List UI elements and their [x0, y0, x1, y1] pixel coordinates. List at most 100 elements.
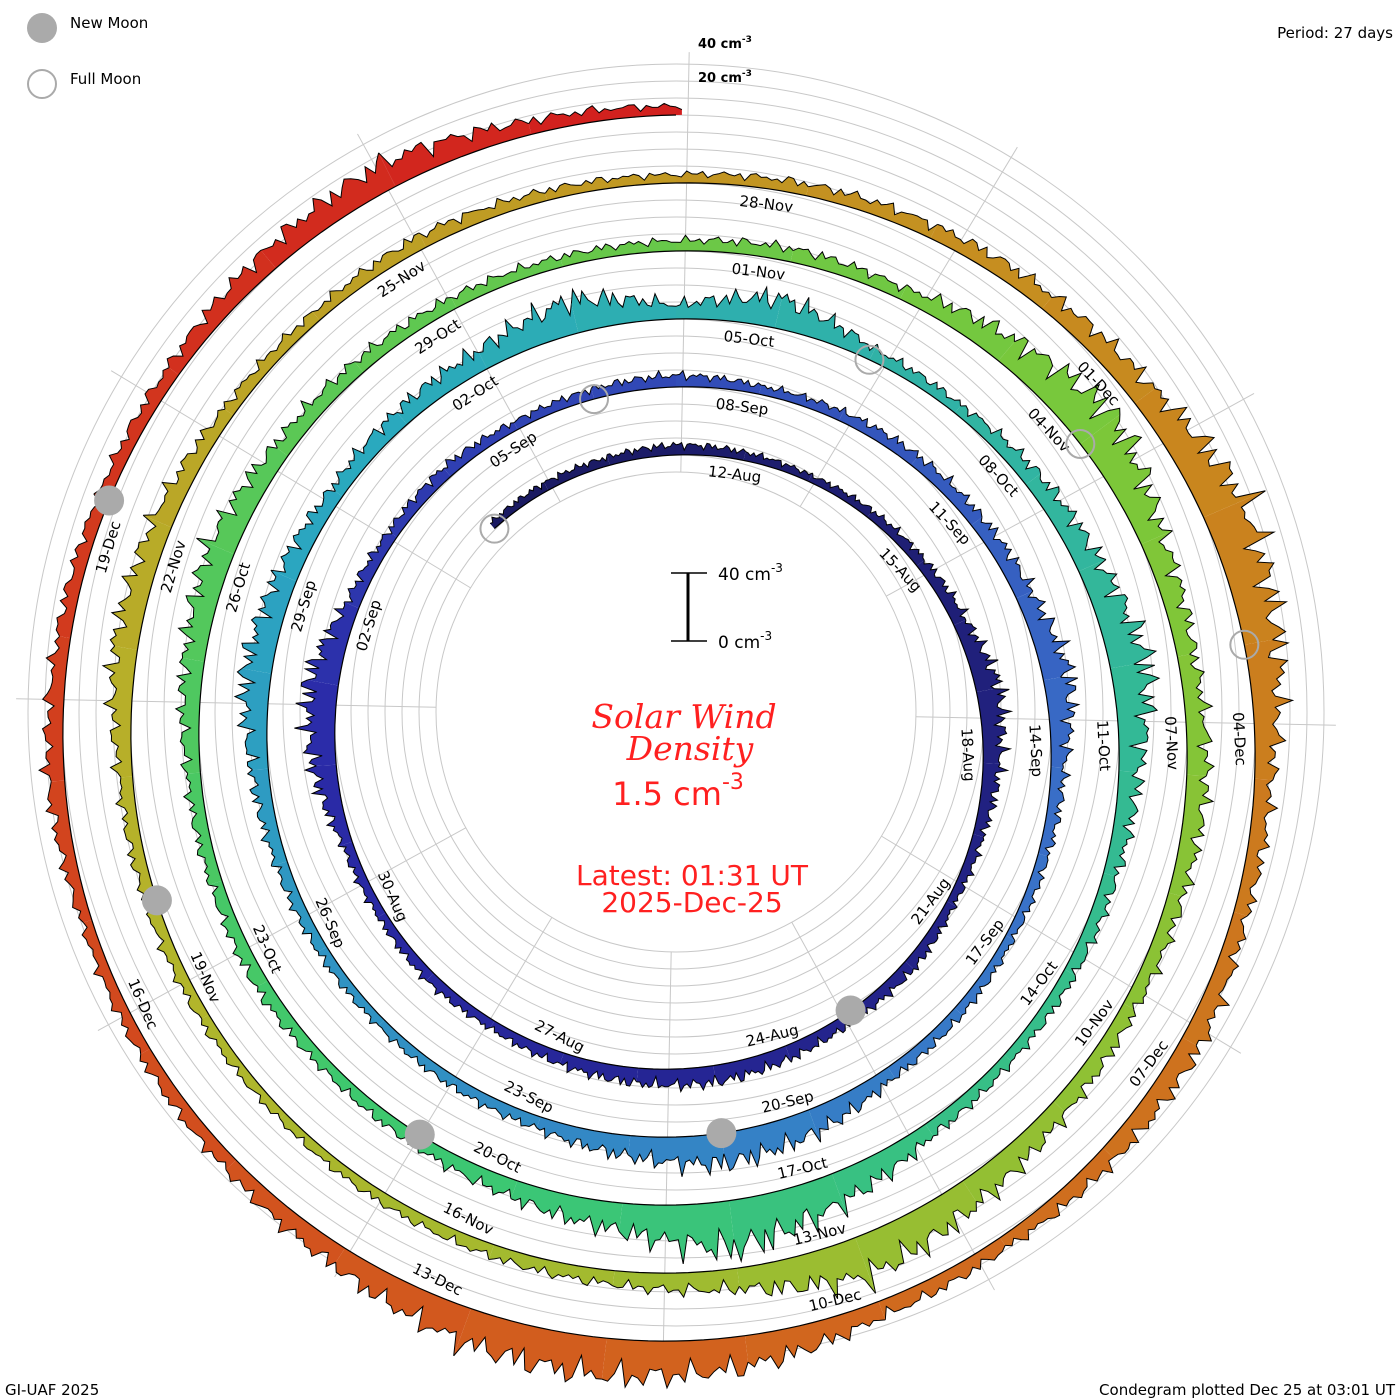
density-area-day	[743, 451, 813, 482]
density-trace-day	[1181, 775, 1215, 897]
density-trace-day	[510, 1197, 620, 1238]
density-area-day	[976, 688, 1012, 764]
density-trace-day	[1154, 388, 1266, 498]
density-area-day	[1177, 654, 1214, 776]
new-moon-marker	[94, 485, 125, 516]
density-area-day	[453, 1308, 607, 1382]
density-trace-day	[241, 569, 281, 669]
density-trace-day	[182, 773, 210, 886]
density-trace-day	[808, 184, 938, 232]
density-area-day	[415, 1134, 518, 1199]
density-trace-day	[1246, 779, 1279, 917]
density-trace-day	[200, 1018, 281, 1119]
footer-plotted: Condegram plotted Dec 25 at 03:01 UT	[1099, 1381, 1396, 1399]
date-label: 12-Aug	[707, 462, 762, 486]
density-trace-day	[279, 1118, 379, 1200]
density-trace-day	[1044, 767, 1072, 857]
density-area-day	[536, 1116, 631, 1160]
density-area-day	[337, 841, 386, 918]
date-label: 07-Nov	[1161, 716, 1182, 771]
density-area-day	[490, 1021, 564, 1064]
density-area-day	[279, 1113, 383, 1199]
density-trace-day	[536, 1127, 629, 1161]
new-moon-marker	[835, 995, 866, 1026]
density-trace-day	[612, 1278, 740, 1299]
density-trace-day	[312, 232, 420, 313]
density-area-day	[946, 834, 984, 908]
density-area-day	[869, 344, 961, 413]
density-trace-day	[1113, 1045, 1201, 1158]
density-area-day	[208, 880, 268, 987]
new-moon-marker	[141, 885, 172, 916]
density-area-day	[544, 454, 610, 491]
density-area-day	[274, 361, 364, 456]
density-area-day	[1064, 873, 1116, 976]
density-trace-day	[544, 172, 677, 194]
density-area-day	[378, 1020, 458, 1087]
grid-spoke	[97, 827, 467, 1031]
density-trace-day	[378, 1025, 454, 1088]
density-trace-day	[733, 1201, 849, 1264]
density-area-day	[418, 189, 547, 248]
density-area-day	[721, 1109, 821, 1171]
density-trace-day	[1027, 590, 1077, 678]
density-area-day	[887, 1008, 962, 1079]
density-trace-day	[443, 422, 515, 469]
density-area-day	[628, 1133, 724, 1177]
density-area-day	[676, 106, 682, 115]
density-area-day	[1182, 912, 1248, 1046]
density-trace-day	[675, 369, 762, 387]
density-area-day	[1110, 664, 1160, 772]
spiral-baseline-line	[62, 114, 1256, 1342]
density-trace-day	[145, 903, 203, 1020]
density-area-day	[1233, 778, 1278, 916]
date-label: 14-Sep	[1025, 724, 1046, 778]
density-area-day	[225, 1160, 345, 1267]
density-trace-day	[256, 986, 329, 1074]
density-trace-day	[101, 645, 123, 778]
density-trace-day	[1058, 676, 1081, 768]
density-area-day	[1000, 1148, 1114, 1246]
density-trace-day	[964, 619, 1004, 690]
full-moon-legend-label: Full Moon	[70, 70, 141, 88]
density-trace-day	[856, 968, 914, 1021]
density-trace-day	[1240, 490, 1289, 641]
density-area-day	[388, 468, 451, 538]
density-trace-day	[115, 777, 146, 905]
density-area-day	[785, 1010, 857, 1063]
density-trace-day	[1111, 414, 1173, 532]
density-area-day	[916, 560, 969, 626]
density-area-day	[612, 1268, 740, 1298]
density-trace-day	[1005, 1157, 1114, 1247]
density-trace-day	[906, 284, 1015, 342]
density-area-day	[808, 473, 872, 518]
density-area-day	[560, 1053, 639, 1087]
density-trace-day	[867, 1201, 977, 1294]
density-trace-day	[233, 668, 261, 771]
density-area-day	[143, 409, 234, 528]
density-trace-day	[843, 1135, 934, 1218]
full-moon-marker	[1065, 428, 1096, 459]
density-area-day	[745, 1301, 886, 1369]
density-area-day	[954, 935, 1015, 1015]
density-area-day	[224, 311, 320, 416]
density-trace-day	[714, 1054, 792, 1087]
density-area-day	[93, 367, 179, 501]
density-trace-day	[952, 836, 985, 908]
density-trace-day	[675, 441, 746, 454]
density-trace-day	[354, 297, 452, 363]
density-trace-day	[675, 285, 783, 310]
density-area-day	[954, 405, 1041, 485]
density-area-day	[998, 337, 1120, 444]
density-area-day	[676, 287, 782, 328]
density-trace-day	[745, 451, 813, 476]
density-trace-day	[781, 293, 878, 352]
footer-credit: GI-UAF 2025	[5, 1381, 99, 1399]
density-area-day	[318, 946, 385, 1026]
density-trace-day	[335, 1262, 457, 1356]
density-trace-day	[812, 472, 873, 514]
density-area-day	[178, 538, 234, 662]
grid-spoke	[662, 951, 672, 1372]
density-trace-day	[139, 1054, 227, 1170]
density-trace-day	[478, 294, 572, 354]
